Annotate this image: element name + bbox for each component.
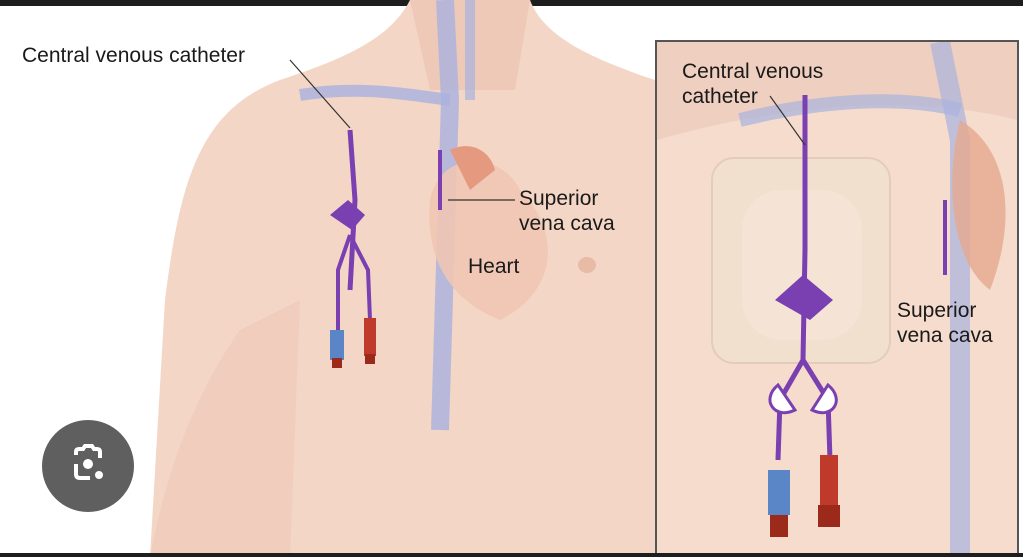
label-line: vena cava	[897, 324, 993, 347]
label-superior-vena-cava: Superior vena cava	[519, 186, 615, 236]
inset-label-superior-vena-cava: Superior vena cava	[897, 298, 993, 348]
label-line: Superior	[519, 187, 599, 210]
inset-catheter-line	[800, 95, 808, 361]
inset-lumen-hub-red	[820, 455, 838, 505]
google-lens-icon	[74, 444, 103, 480]
label-line: Central venous	[682, 60, 824, 83]
label-heart: Heart	[468, 255, 520, 278]
vein	[299, 84, 451, 106]
inset-lumen-hub-blue	[768, 470, 790, 515]
label-central-venous-catheter: Central venous catheter	[22, 44, 245, 67]
google-lens-button[interactable]	[42, 420, 134, 512]
lumen-hub-blue	[330, 330, 344, 360]
heart	[429, 161, 548, 320]
catheter-hub	[330, 200, 365, 230]
catheter-line	[347, 129, 358, 291]
label-line: Superior	[897, 299, 977, 322]
label-line: catheter	[682, 85, 758, 108]
right-arm	[150, 300, 300, 557]
lumen-hub-red	[364, 318, 376, 356]
label-line: vena cava	[519, 212, 615, 235]
inset-label-central-venous-catheter: Central venous catheter	[682, 59, 823, 109]
bottom-bar	[0, 553, 1023, 557]
